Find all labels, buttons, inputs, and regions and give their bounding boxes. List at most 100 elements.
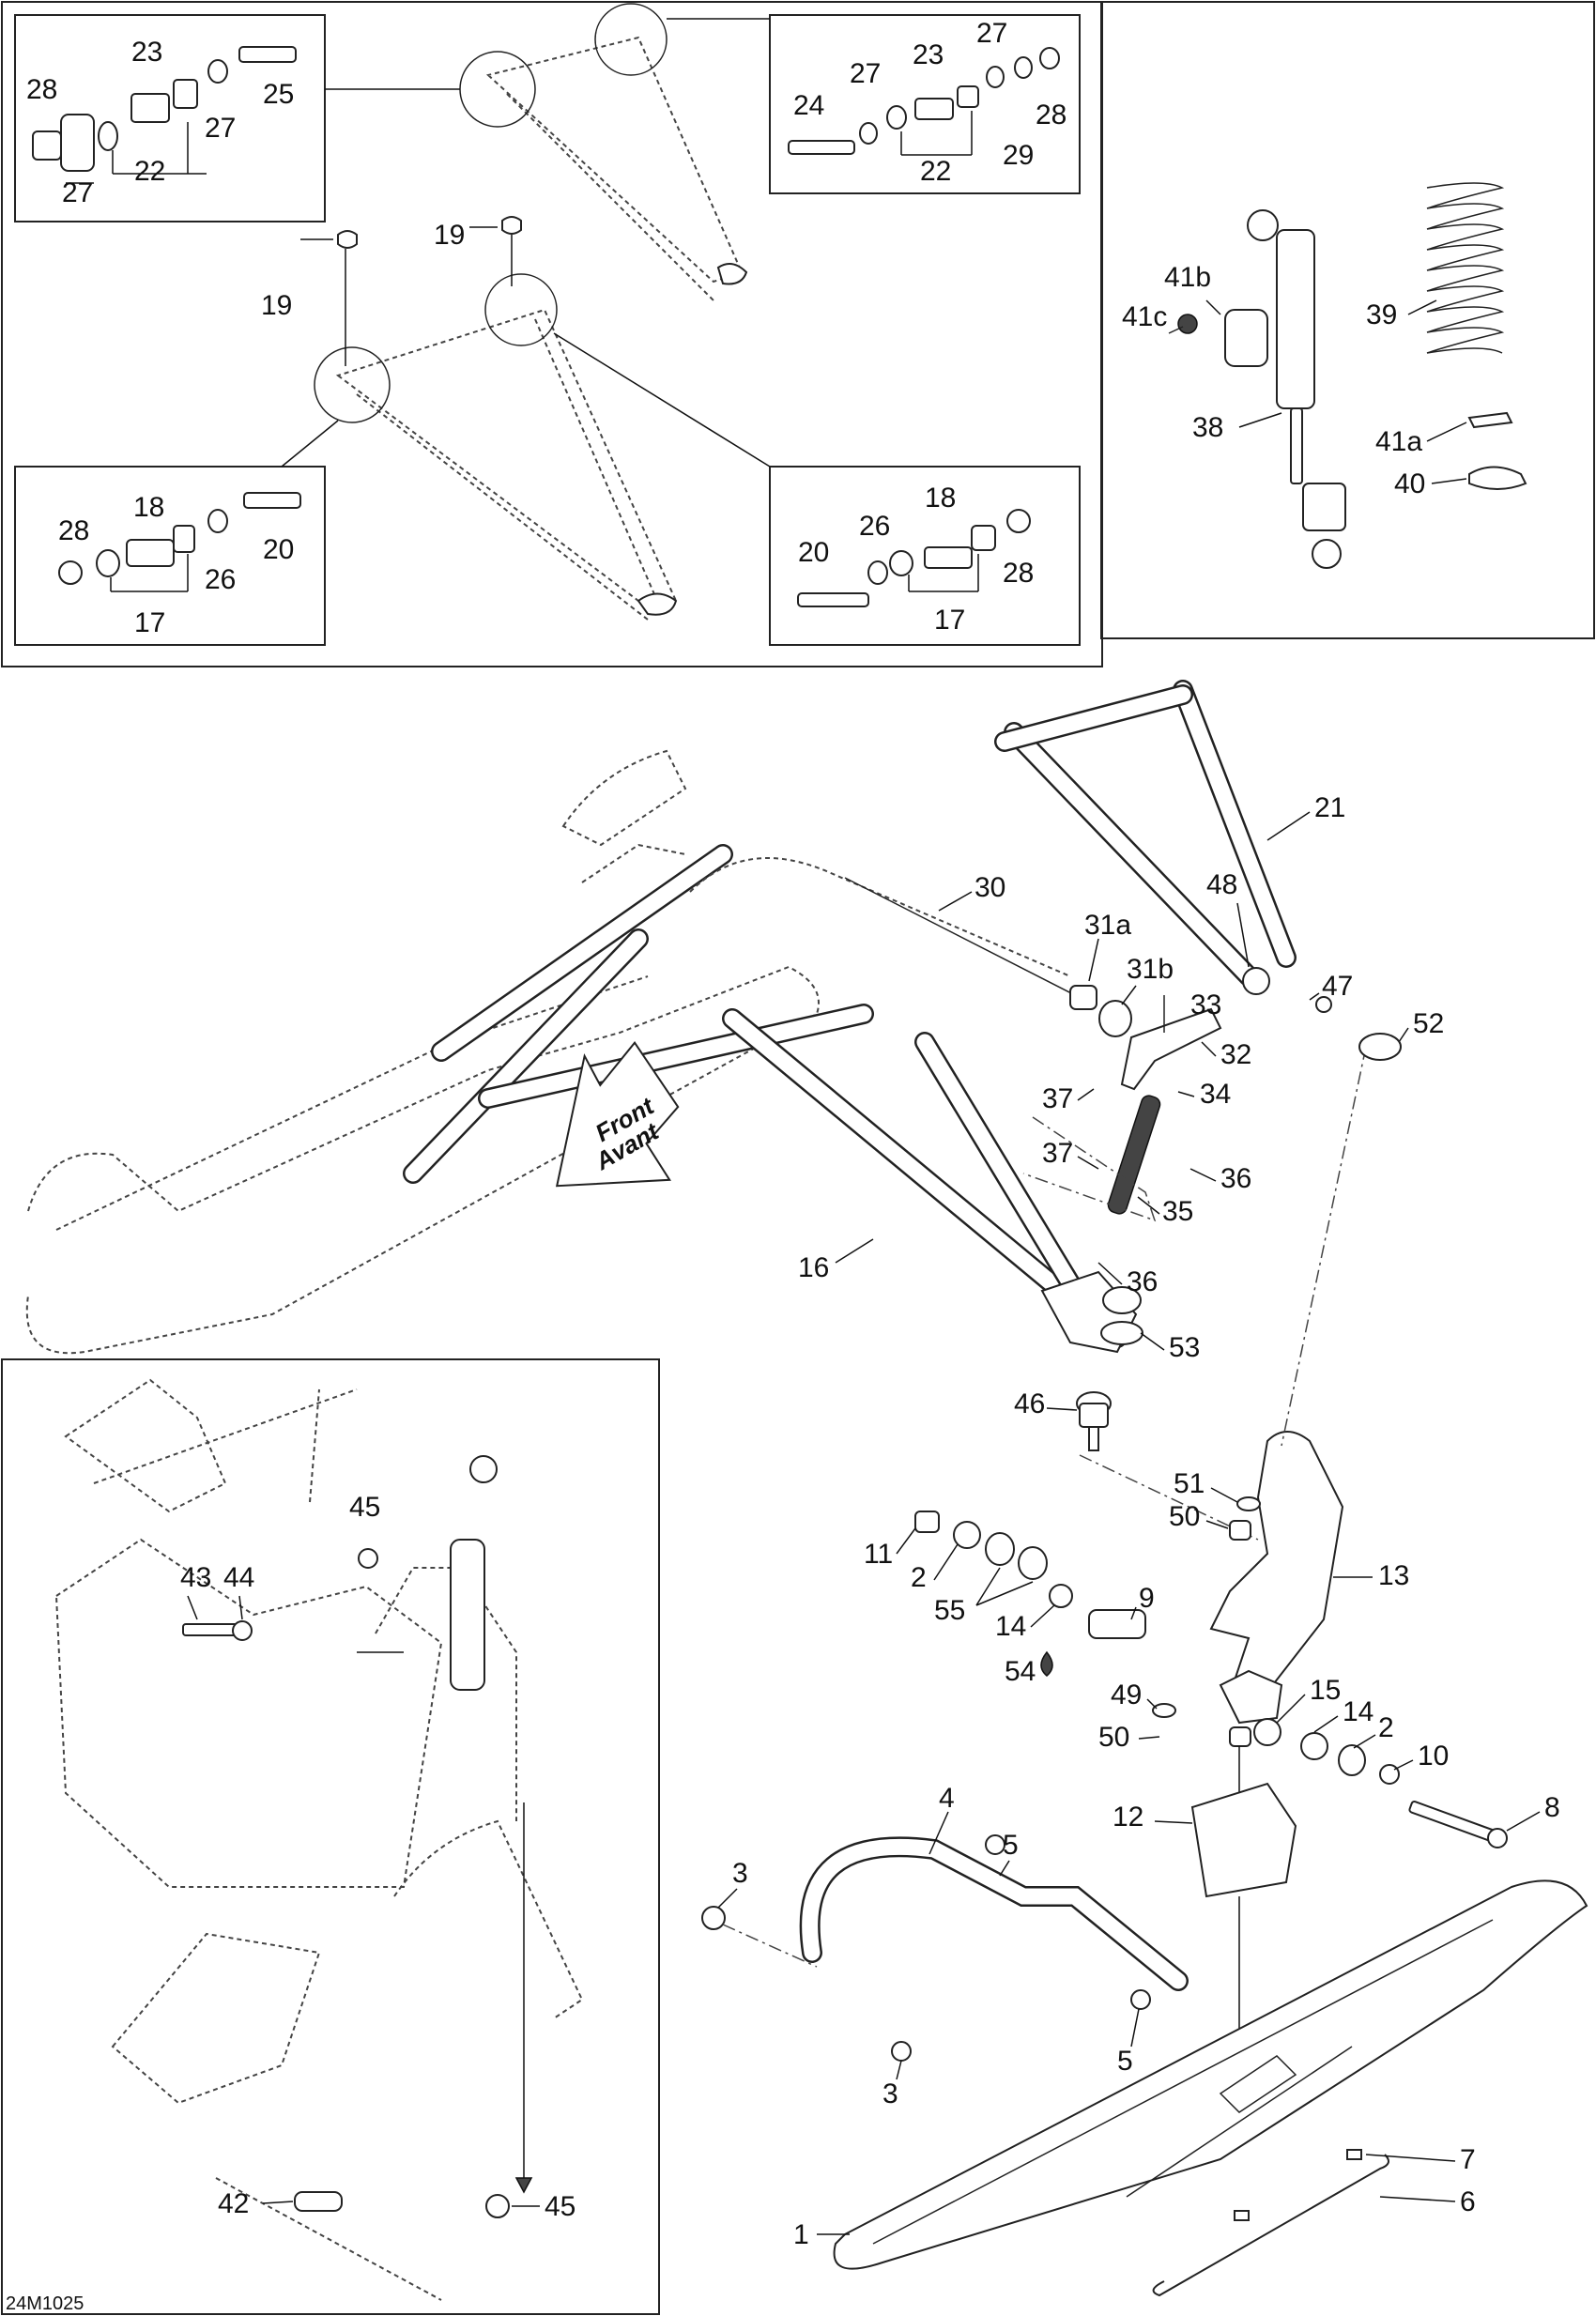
callout-2-left: 2 [911, 1562, 927, 1593]
ski-pad-12 [1190, 1782, 1297, 1898]
callout-36-lower: 36 [1127, 1266, 1158, 1297]
callout-27-ur-top: 27 [976, 18, 1007, 49]
callout-30: 30 [974, 872, 1005, 903]
callout-23-ur: 23 [913, 39, 944, 70]
callout-41a: 41a [1375, 426, 1422, 457]
callout-20-ll: 20 [263, 534, 294, 565]
callout-27-ul-left: 27 [62, 177, 93, 208]
callout-34: 34 [1200, 1079, 1231, 1110]
callout-31a: 31a [1084, 910, 1131, 941]
callout-18-ll: 18 [133, 492, 164, 523]
callout-26-ll: 26 [205, 564, 236, 595]
callout-8: 8 [1544, 1792, 1560, 1823]
callout-21: 21 [1314, 792, 1345, 823]
callout-4: 4 [939, 1783, 955, 1814]
callout-37-upper: 37 [1042, 1083, 1073, 1114]
callout-33: 33 [1190, 989, 1221, 1020]
callout-36-upper: 36 [1220, 1163, 1251, 1194]
callout-7: 7 [1460, 2144, 1476, 2175]
callout-23-ul: 23 [131, 37, 162, 68]
callout-51: 51 [1174, 1468, 1205, 1499]
callout-32: 32 [1220, 1039, 1251, 1070]
ball-joint-46 [1076, 1391, 1112, 1451]
callout-22-ul: 22 [134, 156, 165, 187]
hardware-set-upper-left [32, 46, 297, 184]
document-code: 24M1025 [6, 2293, 84, 2314]
callout-45-lower: 45 [545, 2191, 575, 2222]
tie-rod-30 [844, 877, 1076, 996]
spindle-13 [1079, 1046, 1367, 1725]
upper-a-arm-sketch [325, 3, 770, 301]
tie-rod-ends-31 [1069, 985, 1132, 1037]
callout-55: 55 [934, 1595, 965, 1626]
callout-27-ul-right: 27 [205, 113, 236, 144]
detail-box-upper-right [769, 14, 1081, 194]
callout-3-lower: 3 [882, 2078, 898, 2109]
callout-31b: 31b [1127, 954, 1174, 985]
hardware-set-upper-right [788, 47, 1060, 156]
callout-40: 40 [1394, 468, 1425, 499]
callout-26-lr: 26 [859, 511, 890, 542]
hardware-set-lower-right [797, 509, 1031, 607]
detail-box-upper-left [14, 14, 326, 222]
callout-11: 11 [864, 1539, 893, 1570]
callout-24: 24 [793, 90, 824, 121]
lower-a-arm-16 [722, 1008, 1143, 1354]
upper-a-arm-21 [994, 680, 1297, 995]
callout-52: 52 [1413, 1008, 1444, 1039]
callout-43: 43 [180, 1562, 211, 1593]
callout-54: 54 [1005, 1656, 1036, 1687]
callout-42: 42 [218, 2188, 249, 2219]
callout-45-upper: 45 [349, 1492, 380, 1523]
ski-1 [833, 1879, 1588, 2297]
callout-25: 25 [263, 79, 294, 110]
callout-49: 49 [1111, 1679, 1142, 1710]
callout-28-ul: 28 [26, 74, 57, 105]
steering-arm-32-link-35 [1022, 995, 1222, 1222]
callout-22-ur: 22 [920, 156, 951, 187]
callout-19-upper: 19 [434, 220, 465, 251]
callout-18-lr: 18 [925, 483, 956, 514]
detail-box-lower-right [769, 466, 1081, 646]
front-direction-arrow: Front Avant [555, 1041, 680, 1188]
callout-5-upper: 5 [1003, 1830, 1019, 1861]
callout-12: 12 [1113, 1802, 1143, 1833]
callout-17-lr: 17 [934, 605, 965, 636]
callout-10: 10 [1418, 1741, 1449, 1772]
frame-inset-sketch [54, 1378, 584, 2301]
spindle-hardware [914, 1496, 1508, 1848]
hardware-set-lower-left [58, 492, 301, 592]
callout-13: 13 [1378, 1560, 1409, 1591]
callout-46: 46 [1014, 1388, 1045, 1419]
frame-inset-panel [1, 1358, 660, 2315]
callout-44: 44 [223, 1562, 254, 1593]
sled-chassis-sketch [25, 749, 1071, 1355]
callout-39: 39 [1366, 299, 1397, 330]
detail-box-lower-left [14, 466, 326, 646]
callout-48: 48 [1206, 869, 1237, 900]
callout-14-left: 14 [995, 1611, 1026, 1642]
callout-28-ur: 28 [1036, 100, 1067, 130]
callout-28-lr: 28 [1003, 558, 1034, 589]
callout-38: 38 [1192, 412, 1223, 443]
callout-27-ur: 27 [850, 58, 881, 89]
callout-37-lower: 37 [1042, 1138, 1073, 1169]
callout-9: 9 [1139, 1583, 1155, 1614]
callout-41b: 41b [1164, 262, 1211, 293]
shock-panel [1100, 1, 1595, 639]
callout-50-lower: 50 [1098, 1722, 1129, 1753]
callout-3-upper: 3 [732, 1858, 748, 1889]
callout-29: 29 [1003, 140, 1034, 171]
coil-spring-sketch [1426, 182, 1527, 490]
callout-15: 15 [1310, 1675, 1341, 1706]
callout-2-right: 2 [1378, 1712, 1394, 1743]
callout-35: 35 [1162, 1196, 1193, 1227]
shock-absorber-sketch [1168, 209, 1346, 569]
callout-20-lr: 20 [798, 537, 829, 568]
callout-6: 6 [1460, 2186, 1476, 2217]
callout-5-lower: 5 [1117, 2046, 1133, 2077]
callout-47: 47 [1322, 971, 1353, 1002]
lower-a-arm-sketch [281, 216, 771, 621]
callout-14-right: 14 [1343, 1696, 1373, 1727]
